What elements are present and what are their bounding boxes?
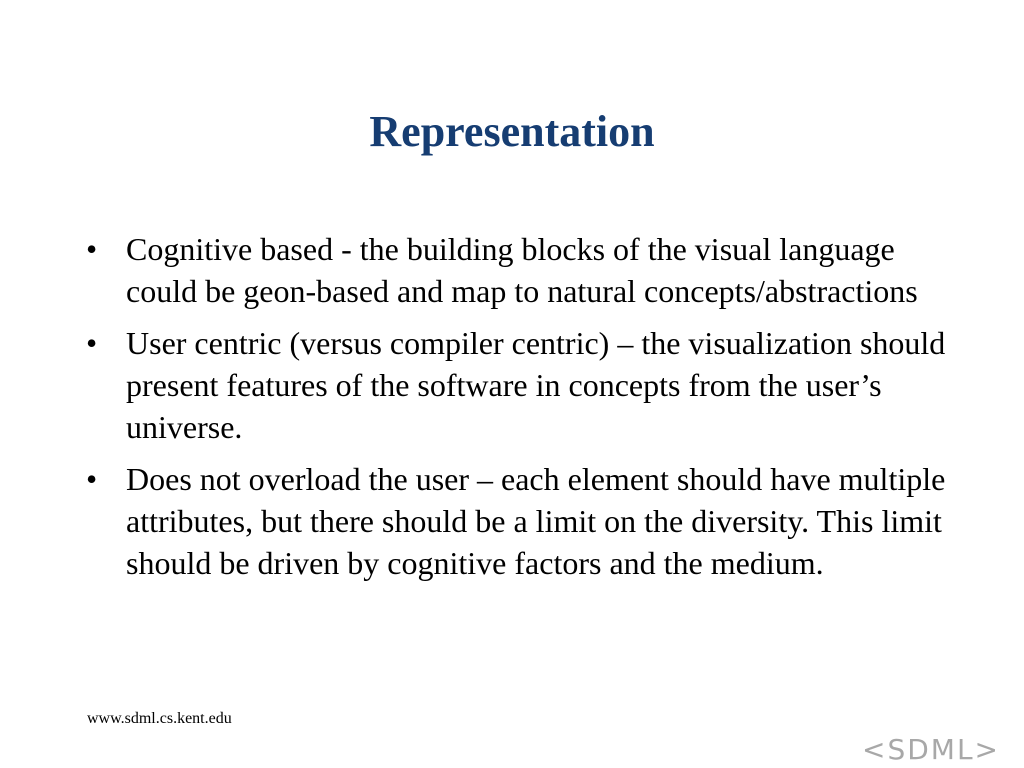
- bullet-text: Does not overload the user – each elemen…: [126, 461, 946, 581]
- sdml-logo: <SDML>: [862, 733, 1001, 766]
- bullet-item: • User centric (versus compiler centric)…: [86, 322, 946, 448]
- bullet-text: Cognitive based - the building blocks of…: [126, 231, 918, 309]
- bullet-list: • Cognitive based - the building blocks …: [86, 228, 946, 594]
- bullet-text: User centric (versus compiler centric) –…: [126, 325, 946, 445]
- slide-title: Representation: [369, 107, 655, 156]
- footer-url: www.sdml.cs.kent.edu: [87, 710, 232, 727]
- bullet-item: • Does not overload the user – each elem…: [86, 458, 946, 584]
- bullet-icon: •: [86, 231, 98, 267]
- bullet-icon: •: [86, 461, 98, 497]
- bullet-icon: •: [86, 325, 98, 361]
- bullet-item: • Cognitive based - the building blocks …: [86, 228, 946, 312]
